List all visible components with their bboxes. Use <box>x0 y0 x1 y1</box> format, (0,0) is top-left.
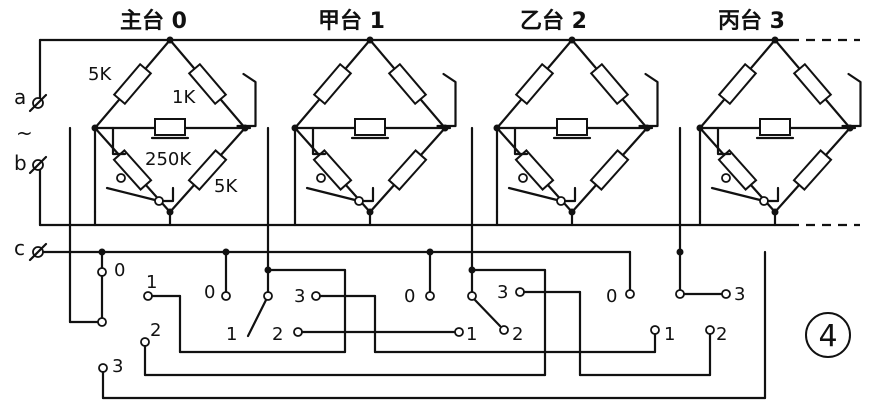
sw-main-2: 2 <box>150 320 161 341</box>
sw-main-3: 3 <box>112 356 123 377</box>
value-5k-bottom: 5K <box>214 176 238 197</box>
meter-element <box>556 118 588 136</box>
rail-b <box>38 163 860 227</box>
bridge-jia <box>291 36 457 227</box>
resistor-bottom-left <box>717 149 758 191</box>
sw-jia-2: 2 <box>272 324 283 345</box>
potentiometer-wiper <box>841 72 862 128</box>
label-ac: ~ <box>16 121 33 145</box>
sw-yi-2: 2 <box>512 324 523 345</box>
resistor-top-left <box>717 62 758 106</box>
label-c: c <box>14 236 25 260</box>
resistor-bottom-left <box>312 149 353 191</box>
resistor-bottom-right <box>387 149 428 191</box>
sw-main-0: 0 <box>114 260 125 281</box>
resistor-bottom-right <box>589 149 630 191</box>
bypass-switch <box>507 186 559 202</box>
bridge-bing <box>696 36 862 227</box>
bypass-switch <box>305 186 357 202</box>
sw-yi-1: 1 <box>466 324 477 345</box>
label-b: b <box>14 151 27 175</box>
value-250k: 250K <box>145 149 192 170</box>
label-a: a <box>14 85 26 109</box>
station-title-yi: 乙台 2 <box>520 8 587 34</box>
value-1k: 1K <box>172 87 196 108</box>
sw-yi-3: 3 <box>497 282 508 303</box>
rail-a <box>38 38 860 102</box>
resistor-bottom-right <box>187 149 228 191</box>
station-title-main: 主台 0 <box>120 8 187 34</box>
sw-bing-2: 2 <box>716 324 727 345</box>
switch-network: 0 1 2 3 0 1 2 1 3 <box>68 126 767 400</box>
sw-bing-1: 1 <box>664 324 675 345</box>
sw-main-1: 1 <box>146 272 157 293</box>
rail-c <box>38 250 632 292</box>
bridge-main <box>91 36 257 227</box>
meter-element <box>154 118 186 136</box>
bypass-switch <box>710 186 762 202</box>
station-title-bing: 丙台 3 <box>718 8 785 34</box>
resistor-top-left <box>312 62 353 106</box>
bridge-yi <box>493 36 659 227</box>
sw-jia-1: 1 <box>226 324 237 345</box>
potentiometer-wiper <box>236 72 257 128</box>
resistor-top-right <box>187 62 228 106</box>
station-title-jia: 甲台 1 <box>318 8 385 34</box>
potentiometer-wiper <box>638 72 659 128</box>
meter-element <box>354 118 386 136</box>
sw-yi-0: 0 <box>404 286 415 307</box>
sw-bing-0: 0 <box>606 286 617 307</box>
bypass-switch <box>105 186 157 202</box>
sw-jia-3: 3 <box>294 286 305 307</box>
sw-jia-0: 0 <box>204 282 215 303</box>
resistor-bottom-left <box>514 149 555 191</box>
value-5k-top: 5K <box>88 64 112 85</box>
sw-bing-3: 3 <box>734 284 745 305</box>
resistor-top-right <box>589 62 630 106</box>
resistor-top-left <box>514 62 555 106</box>
potentiometer-wiper <box>436 72 457 128</box>
resistor-top-left <box>112 62 153 106</box>
figure-number: 4 <box>818 319 837 354</box>
resistor-top-right <box>387 62 428 106</box>
resistor-bottom-right <box>792 149 833 191</box>
meter-element <box>759 118 791 136</box>
resistor-top-right <box>792 62 833 106</box>
